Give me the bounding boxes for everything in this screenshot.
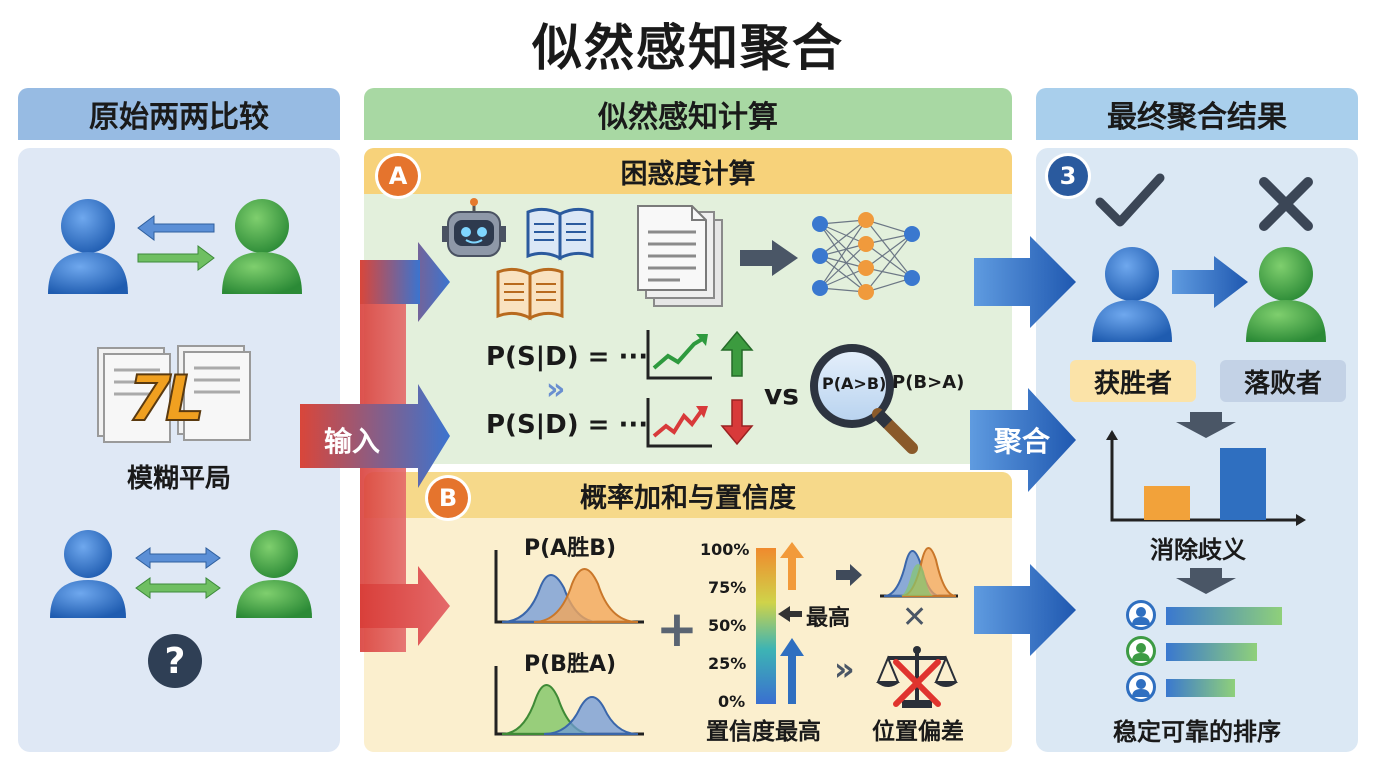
output-arrow-bottom xyxy=(974,564,1076,656)
page-title: 似然感知聚合 xyxy=(532,19,844,77)
loser-user-icon xyxy=(1246,247,1326,342)
down-arrow-small-2 xyxy=(1176,568,1236,594)
plus-sign: + xyxy=(656,600,698,658)
double-swap-arrows-icon xyxy=(135,547,221,599)
check-mark-icon xyxy=(1095,173,1165,227)
scale-up-arrow-orange xyxy=(780,542,804,590)
aggregate-label: 聚合 xyxy=(994,425,1051,458)
down-arrow-small-1 xyxy=(1176,412,1236,438)
aggregate-arrow xyxy=(970,388,1076,492)
robot-icon xyxy=(442,198,506,257)
scale-tick-100: 100% xyxy=(700,540,750,559)
user-icon-green-bottom xyxy=(236,530,312,618)
section-b-header: 概率加和与置信度 xyxy=(364,472,1012,518)
winner-to-loser-arrow xyxy=(1172,256,1248,308)
scale-tick-50: 50% xyxy=(708,616,747,635)
fuzzy-documents-icon xyxy=(97,345,251,443)
book-blue-icon xyxy=(526,207,594,261)
scale-tick-75: 75% xyxy=(708,578,747,597)
cross-mark-icon xyxy=(1259,177,1313,231)
dist-b-wins-label: P(B胜A) xyxy=(524,652,617,677)
balance-scale-icon xyxy=(876,646,958,708)
section-a-header: 困惑度计算 xyxy=(364,148,1012,194)
right-arrow-icon xyxy=(740,240,798,276)
lens-text-b-over-a: P(B>A) xyxy=(892,372,965,393)
output-arrow-top xyxy=(974,236,1076,328)
trend-mixed-chart-icon xyxy=(646,398,712,448)
user-icon-green-top xyxy=(222,199,302,294)
ranking-user-icon xyxy=(1126,636,1156,666)
loser-label: 落败者 xyxy=(1220,360,1346,402)
input-branch-arrows xyxy=(300,242,450,652)
section-b-chevrons: » xyxy=(834,650,855,688)
trend-up-chart-icon xyxy=(646,330,712,380)
vs-label: vs xyxy=(764,378,799,411)
highest-pointer-arrow xyxy=(778,606,802,622)
documents-stack-icon xyxy=(637,205,723,307)
section-a-badge: A xyxy=(378,156,418,196)
bar-winner xyxy=(1144,486,1190,520)
section-a-chevrons: » xyxy=(546,372,566,407)
ranking-bar xyxy=(1166,607,1282,625)
magnifier-icon xyxy=(810,344,918,454)
scale-tick-25: 25% xyxy=(708,654,747,673)
fuzzy-glyph: 7L xyxy=(127,361,206,436)
cross-mark: ✕ xyxy=(902,600,928,635)
confidence-scale-bar xyxy=(756,548,776,704)
ranking-label: 稳定可靠的排序 xyxy=(1113,718,1281,746)
section-b-badge: B xyxy=(428,478,468,518)
middle-column-header: 似然感知计算 xyxy=(364,88,1012,140)
confidence-highest-label: 置信度最高 xyxy=(706,719,821,745)
right-column-header: 最终聚合结果 xyxy=(1036,88,1358,140)
ranking-user-icon xyxy=(1126,672,1156,702)
user-icon-blue-top xyxy=(48,199,128,294)
winner-label: 获胜者 xyxy=(1070,360,1196,402)
ranking-bar xyxy=(1166,679,1235,697)
input-label: 输入 xyxy=(324,425,381,458)
swap-arrows-icon xyxy=(137,215,215,271)
winner-user-icon xyxy=(1092,247,1172,342)
formula-two: P(S|D) = ··· xyxy=(486,410,649,440)
ranking-bar xyxy=(1166,643,1257,661)
dist-a-wins-label: P(A胜B) xyxy=(524,536,617,561)
bar-loser xyxy=(1220,448,1266,520)
lens-text-a-over-b: P(A>B) xyxy=(822,374,887,393)
up-arrow-icon xyxy=(720,330,754,377)
result-badge: 3 xyxy=(1048,156,1088,196)
scale-tick-0: 0% xyxy=(718,692,746,711)
left-column-header: 原始两两比较 xyxy=(18,88,340,140)
user-icon-blue-bottom xyxy=(50,530,126,618)
distribution-a-wins-chart xyxy=(494,550,644,624)
scale-up-arrow-blue xyxy=(780,638,804,704)
distribution-b-wins-chart xyxy=(494,666,644,736)
merge-arrow-icon xyxy=(836,564,862,586)
fuzzy-tie-label: 模糊平局 xyxy=(126,464,231,494)
disambiguate-label: 消除歧义 xyxy=(1150,536,1246,564)
ranking-user-icon xyxy=(1126,600,1156,630)
down-arrow-icon xyxy=(720,399,754,446)
overlap-distribution-icon xyxy=(880,547,958,598)
disambiguation-bar-chart xyxy=(1106,430,1306,526)
neural-network-icon xyxy=(812,212,920,300)
highest-label: 最高 xyxy=(806,606,851,631)
formula-one: P(S|D) = ··· xyxy=(486,342,649,372)
position-bias-label: 位置偏差 xyxy=(872,719,964,745)
question-mark-icon: ? xyxy=(148,634,202,688)
book-orange-icon xyxy=(496,267,564,321)
